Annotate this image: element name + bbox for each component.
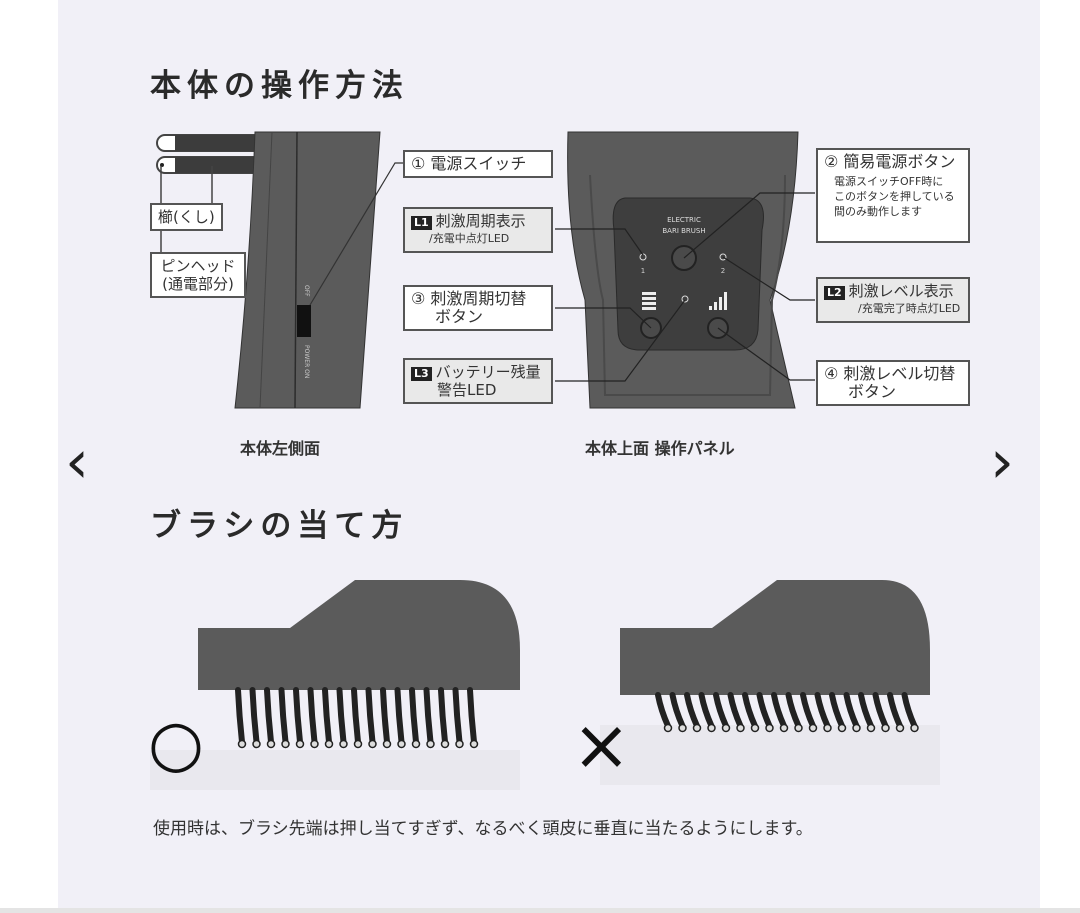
svg-text:2: 2	[721, 267, 725, 275]
bristle	[713, 692, 729, 729]
bristle-tip	[750, 723, 760, 733]
bristle	[800, 692, 816, 729]
bristle	[843, 692, 860, 729]
bristle-tip	[339, 739, 348, 749]
next-arrow-button[interactable]: ›	[990, 427, 1014, 497]
switch-on-label: POWER ON	[303, 345, 310, 378]
bristle	[814, 692, 831, 729]
bristle	[322, 687, 332, 745]
bristle	[394, 687, 405, 745]
bristle-tip	[736, 723, 745, 733]
brush-correct	[150, 580, 520, 790]
label-power-switch: ① 電源スイッチ	[403, 150, 553, 178]
bristle-tip	[823, 723, 832, 733]
bristle-tip	[895, 723, 905, 733]
correct-mark: ○	[148, 707, 204, 781]
bristle	[785, 692, 802, 729]
bristle-tip	[837, 723, 847, 733]
label-level-button: ④ 刺激レベル切替ボタン	[816, 360, 970, 406]
bristle	[829, 692, 845, 729]
bristle	[293, 687, 303, 745]
bristle-tip	[266, 739, 276, 749]
bristle-tip	[382, 739, 392, 749]
bristle-tip	[692, 723, 702, 733]
bristle-tip	[295, 739, 305, 749]
brand-line-2: BARI BRUSH	[662, 227, 705, 235]
bristle-tip	[765, 723, 774, 733]
bristle-tip	[678, 723, 687, 733]
brand-line-1: ELECTRIC	[667, 216, 701, 224]
bristle	[307, 687, 318, 745]
bristle	[698, 692, 715, 729]
bristle-tip	[881, 723, 890, 733]
bristle	[901, 692, 918, 729]
section-title-operation: 本体の操作方法	[150, 68, 409, 104]
bristle-tip	[852, 723, 861, 733]
bristle-tip	[426, 739, 435, 749]
bristle-tip	[910, 723, 919, 733]
switch-off-label: OFF	[303, 285, 310, 297]
bristle-tip	[353, 739, 363, 749]
bristle	[872, 692, 889, 729]
bristle-tip	[324, 739, 334, 749]
bristle	[278, 687, 289, 745]
bristle	[438, 687, 448, 745]
bristle-tip	[721, 723, 731, 733]
bristle	[669, 692, 686, 729]
label-cycle-button: ③ 刺激周期切替ボタン	[403, 285, 553, 331]
bristle	[858, 692, 874, 729]
bristle-tip	[310, 739, 319, 749]
section-title-brush: ブラシの当て方	[150, 508, 409, 544]
label-comb: 櫛(くし)	[150, 203, 223, 231]
bristle-tip	[455, 739, 464, 749]
bristle-tip	[866, 723, 876, 733]
label-easy-power-button: ② 簡易電源ボタン 電源スイッチOFF時に このボタンを押している 間のみ動作し…	[816, 148, 970, 243]
bristle	[336, 687, 347, 745]
bristle	[264, 687, 274, 745]
bristle-tip	[707, 723, 716, 733]
bristle-tip	[252, 739, 261, 749]
svg-text:1: 1	[641, 267, 645, 275]
bristle	[351, 687, 361, 745]
caption-top-panel: 本体上面 操作パネル	[585, 439, 735, 458]
bristle	[756, 692, 773, 729]
bristle	[467, 687, 477, 745]
bristle-tip	[411, 739, 421, 749]
bristle	[423, 687, 434, 745]
bristle	[655, 692, 671, 729]
bristle	[742, 692, 758, 729]
bristle-tip	[368, 739, 377, 749]
bristle-tip	[663, 723, 673, 733]
incorrect-mark: ×	[572, 704, 631, 786]
bristle	[684, 692, 700, 729]
bristle	[887, 692, 903, 729]
bristle	[249, 687, 260, 745]
bristle-tip	[779, 723, 789, 733]
bristle-tip	[808, 723, 818, 733]
bristle	[365, 687, 376, 745]
label-pin-head: ピンヘッド(通電部分)	[150, 252, 246, 298]
bristle-tip	[237, 739, 247, 749]
brush-caption: 使用時は、ブラシ先端は押し当てすぎず、なるべく頭皮に垂直に当たるようにします。	[153, 819, 813, 839]
bristle-tip	[794, 723, 803, 733]
bristle-tip	[281, 739, 290, 749]
brush-incorrect	[600, 580, 940, 785]
bristle-tip	[469, 739, 479, 749]
bottom-bar	[0, 908, 1080, 913]
bristle	[771, 692, 787, 729]
bristle-tip	[440, 739, 450, 749]
prev-arrow-button[interactable]: ‹	[65, 427, 89, 497]
bristle	[409, 687, 419, 745]
comb-prongs	[156, 134, 256, 252]
bristle	[452, 687, 463, 745]
bristle-tip	[397, 739, 406, 749]
bristle	[235, 687, 245, 745]
bristle	[380, 687, 390, 745]
bristle	[727, 692, 744, 729]
caption-left-side: 本体左側面	[240, 439, 321, 458]
